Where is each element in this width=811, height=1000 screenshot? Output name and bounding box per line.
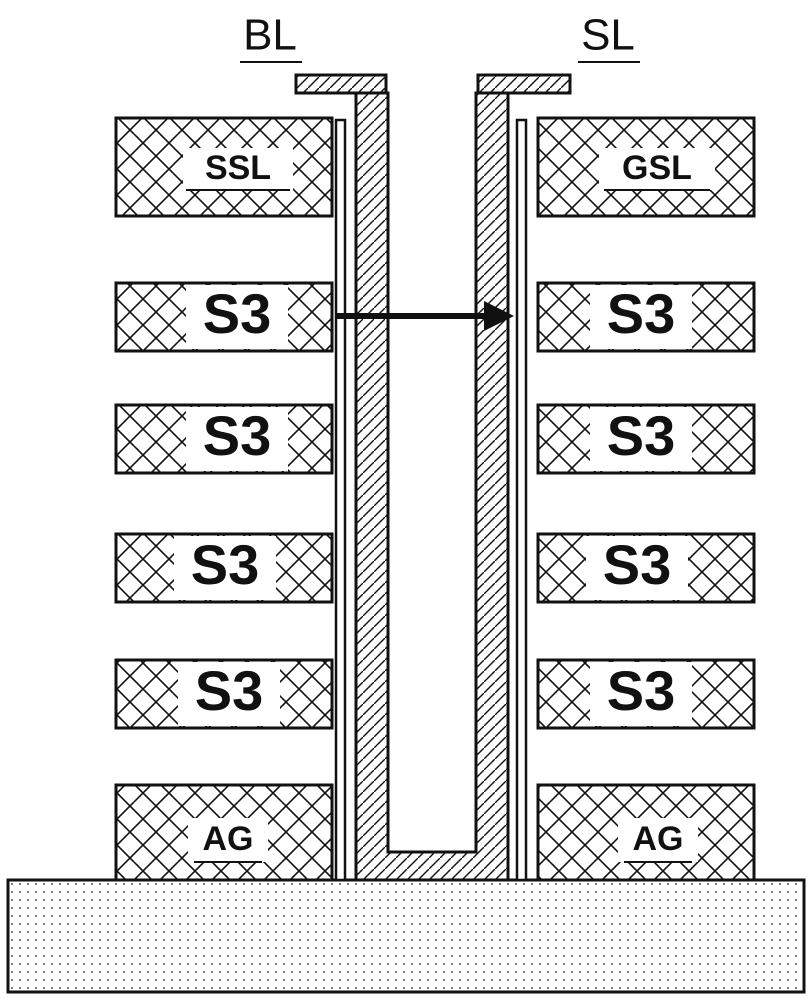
left-gate-stack — [116, 118, 332, 880]
word-line-label-right-2: S3 — [607, 404, 676, 467]
word-line-label-left-3: S3 — [191, 533, 260, 596]
ag-left-label: AG — [203, 820, 254, 858]
word-line-label-right-1: S3 — [607, 282, 676, 345]
channel-u-shape — [356, 93, 508, 880]
gsl-label: GSL — [622, 149, 692, 187]
word-line-label-right-3: S3 — [603, 533, 672, 596]
left-liner — [336, 120, 345, 880]
right-liner — [517, 120, 526, 880]
ag-right-label: AG — [633, 820, 684, 858]
word-line-label-left-1: S3 — [203, 282, 272, 345]
word-line-label-left-2: S3 — [203, 404, 272, 467]
word-line-label-right-4: S3 — [607, 659, 676, 722]
word-line-label-left-4: S3 — [195, 659, 264, 722]
bit-line-label: BL — [243, 11, 297, 60]
bit-line-pad — [296, 75, 386, 93]
source-line-pad — [478, 75, 570, 93]
source-line-label: SL — [581, 11, 635, 60]
substrate — [8, 880, 804, 992]
ssl-label: SSL — [205, 149, 271, 187]
right-gate-stack — [538, 118, 754, 880]
